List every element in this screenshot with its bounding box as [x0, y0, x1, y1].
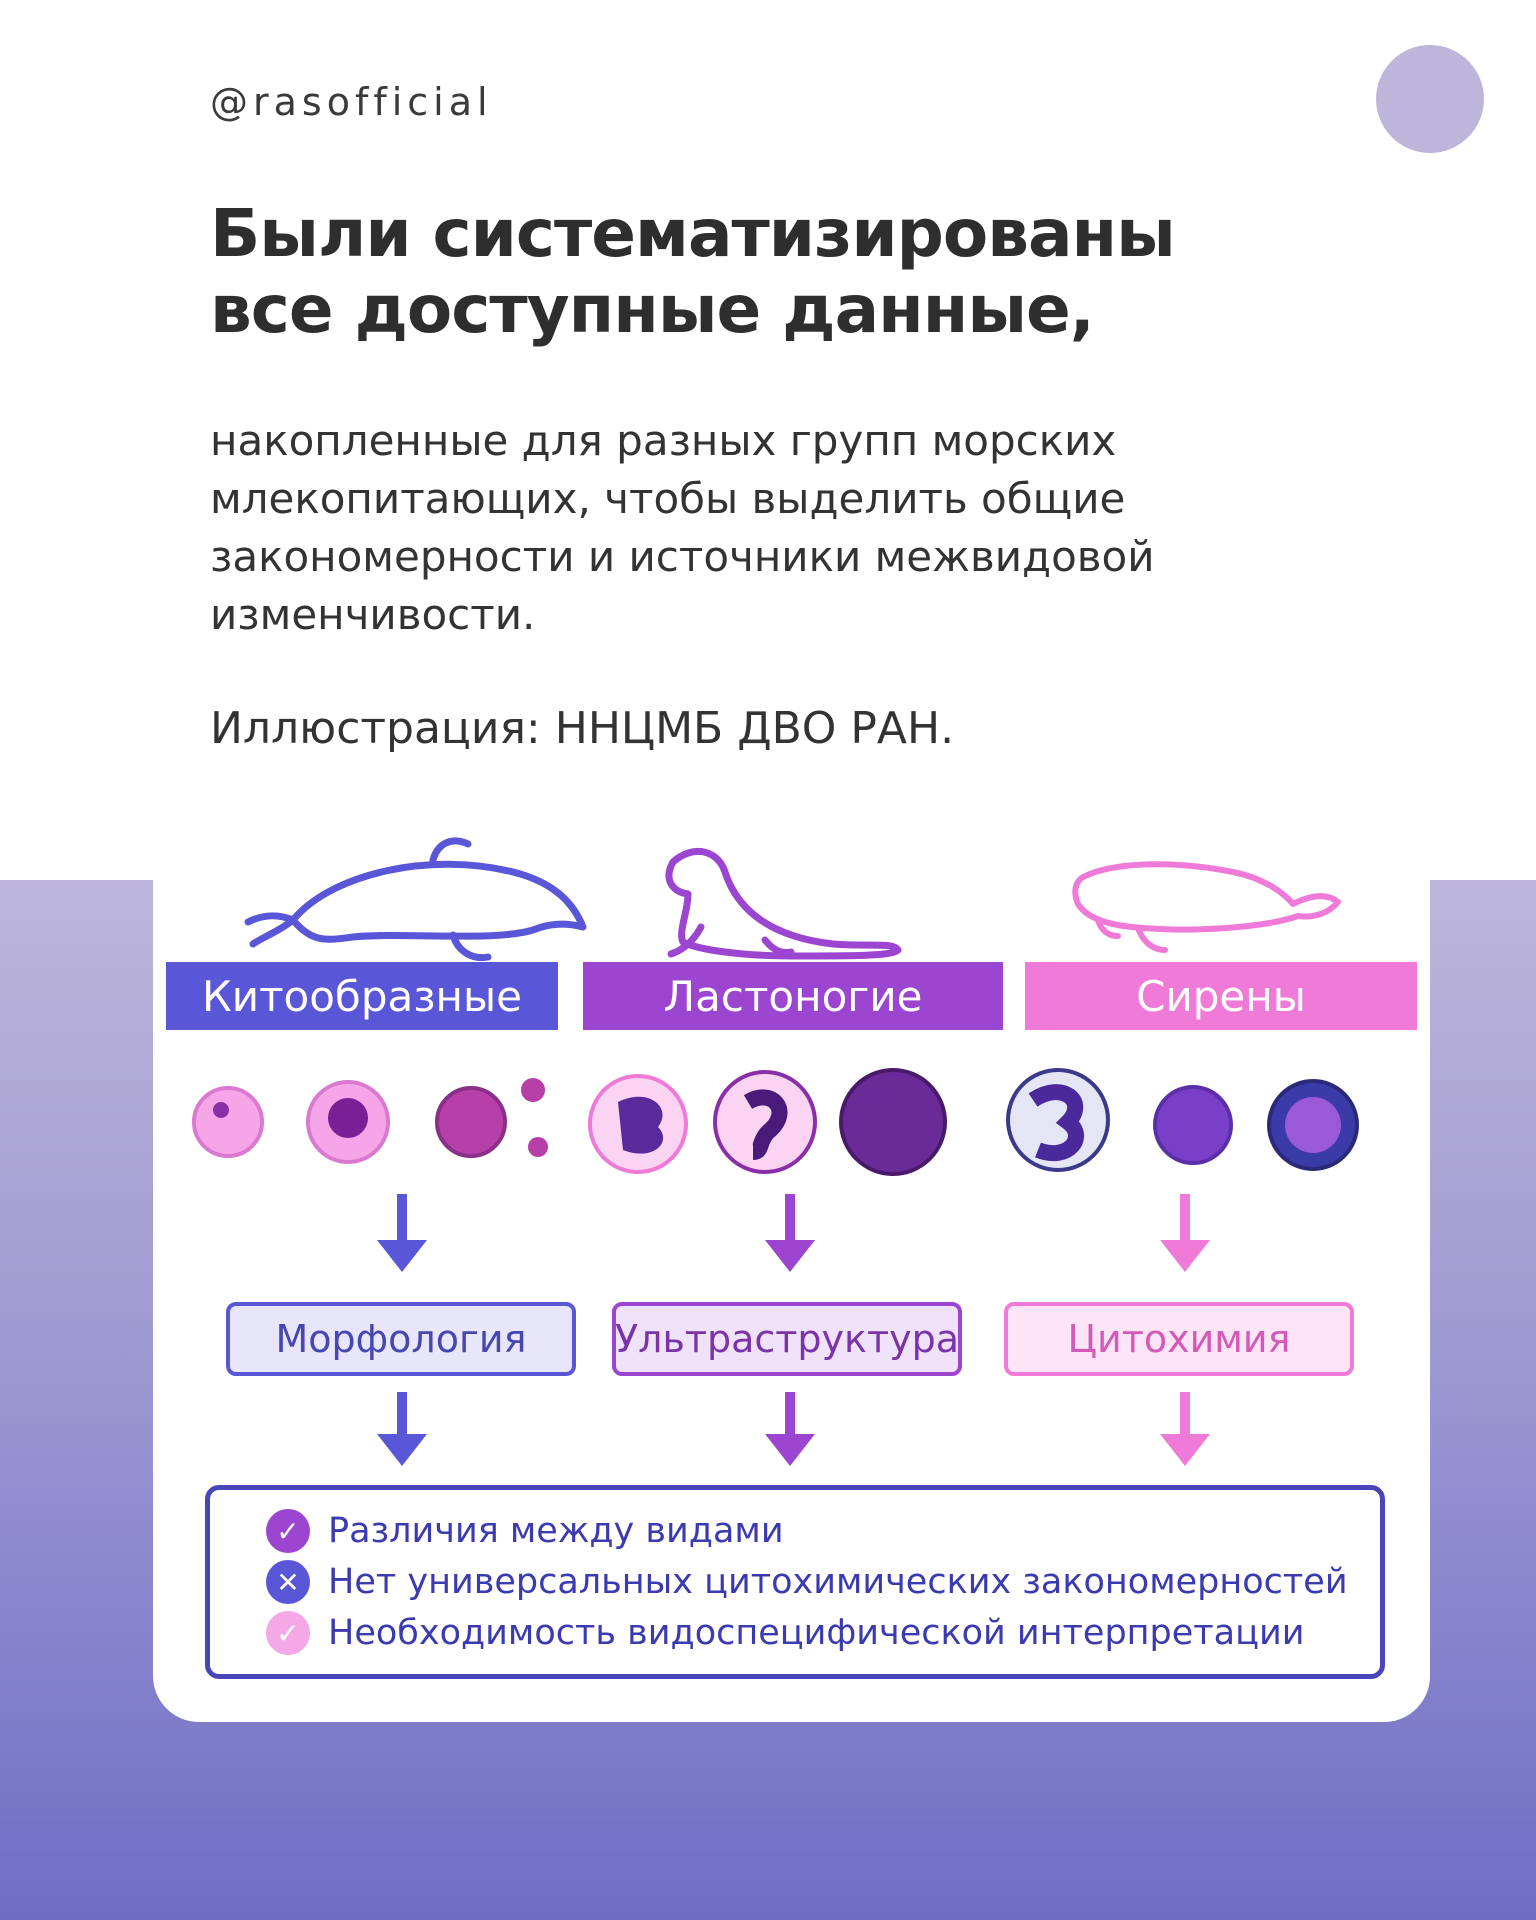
headline-line-2: все доступные данные, — [210, 271, 1095, 348]
method-ultrastructure: Ультраструктура — [612, 1302, 962, 1376]
result-label: Различия между видами — [328, 1511, 784, 1551]
manatee-icon — [1072, 861, 1341, 953]
results-box: ✓ Различия между видами ✕ Нет универсаль… — [205, 1485, 1385, 1679]
avatar[interactable] — [1376, 45, 1484, 153]
check-icon: ✓ — [266, 1611, 310, 1655]
arrows-upper — [377, 1194, 1210, 1272]
dolphin-icon — [244, 837, 587, 962]
result-item: ✓ Различия между видами — [266, 1506, 784, 1556]
result-label: Необходимость видоспецифической интерпре… — [328, 1613, 1305, 1653]
diagram-card: Китообразные Ластоногие Сирены Морфологи… — [153, 832, 1430, 1722]
account-handle[interactable]: @rasofficial — [210, 80, 493, 124]
body-text: накопленные для разных групп морских мле… — [210, 416, 1155, 639]
result-label: Нет универсальных цитохимических законом… — [328, 1562, 1348, 1602]
cell-row — [192, 1068, 1359, 1176]
arrows-lower — [377, 1392, 1210, 1466]
result-item: ✓ Необходимость видоспецифической интерп… — [266, 1608, 1304, 1658]
illustration-credit: Иллюстрация: ННЦМБ ДВО РАН. — [210, 703, 955, 754]
headline-line-1: Были систематизированы — [210, 195, 1176, 272]
group-label-pinnipeds: Ластоногие — [583, 962, 1003, 1030]
group-label-cetaceans: Китообразные — [166, 962, 558, 1030]
method-cytochemistry: Цитохимия — [1004, 1302, 1354, 1376]
check-icon: ✓ — [266, 1509, 310, 1553]
diagram-artwork — [192, 837, 1359, 1466]
seal-icon — [665, 848, 902, 960]
method-morphology: Морфология — [226, 1302, 576, 1376]
result-item: ✕ Нет универсальных цитохимических закон… — [266, 1557, 1348, 1607]
cross-icon: ✕ — [266, 1560, 310, 1604]
group-label-sirenians: Сирены — [1025, 962, 1417, 1030]
headline: Были систематизированы все доступные дан… — [210, 196, 1360, 348]
